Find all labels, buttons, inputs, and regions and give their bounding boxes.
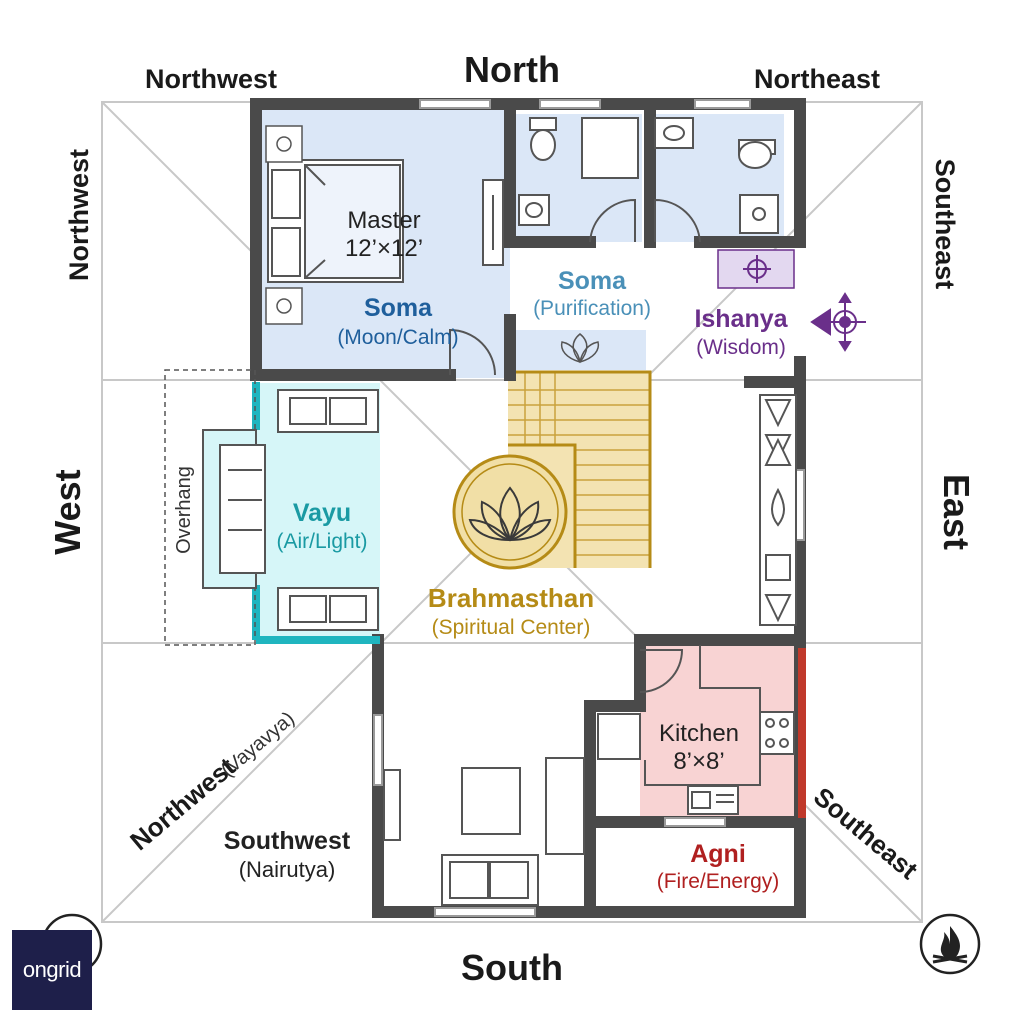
master-room-name: Master [347, 207, 420, 234]
kitchen-sink-icon [687, 785, 739, 815]
brand-logo: ongrid [12, 930, 92, 1010]
windows [373, 99, 805, 917]
north-label: North [464, 49, 560, 90]
brahmasthan-desc: (Spiritual Center) [432, 616, 591, 639]
overhang-label: Overhang [173, 466, 195, 554]
bath2-door [654, 198, 701, 243]
vayu-accent-walls [252, 382, 380, 644]
vayu-name: Vayu [293, 499, 351, 527]
toilet-icon [529, 117, 776, 169]
northwest-top-label: Northwest [145, 64, 277, 94]
soma-master-name: Soma [364, 294, 433, 322]
east-wall-decor [759, 394, 797, 626]
nightstand-icon [265, 125, 303, 325]
soma-purification-zone [516, 330, 646, 370]
shower-icon [581, 117, 779, 234]
soma-master-desc: (Moon/Calm) [337, 326, 458, 349]
bay-window [202, 429, 266, 589]
fire-icon [919, 913, 981, 975]
southwest-name: Southwest [224, 827, 351, 855]
west-label: West [47, 469, 88, 554]
stove-icon [759, 711, 795, 755]
lotus-icon [560, 333, 600, 364]
soma-bath-name: Soma [558, 267, 627, 295]
staircase [508, 370, 652, 568]
kitchen-room-size: 8’×8’ [673, 748, 724, 775]
compass-icon [743, 255, 771, 283]
kitchen-counter [597, 645, 761, 786]
northeast-label: Northeast [754, 64, 880, 94]
ishanya-name: Ishanya [694, 305, 788, 333]
master-room-size: 12’×12’ [345, 235, 423, 262]
sink-icon [518, 117, 694, 226]
ishanya-compass-icon [810, 292, 866, 352]
vayu-sofa [277, 389, 379, 631]
master-door [449, 328, 496, 376]
soma-bath-desc: (Purification) [533, 297, 651, 320]
brahmasthan-name: Brahmasthan [428, 583, 594, 613]
agni-desc: (Fire/Energy) [657, 870, 780, 893]
ishanya-desc: (Wisdom) [696, 336, 786, 359]
northwest-diag-sublabel: (Vayavya) [217, 708, 299, 782]
vayu-desc: (Air/Light) [276, 530, 367, 553]
east-label: East [936, 474, 977, 550]
southeast-side-label: Southeast [930, 159, 960, 290]
northwest-side-label: Northwest [64, 149, 94, 281]
bath1-door [589, 198, 636, 243]
southeast-diag-label: Southeast [808, 781, 924, 885]
southwest-desc: (Nairutya) [239, 857, 336, 882]
agni-name: Agni [690, 840, 746, 868]
master-bed [267, 159, 504, 283]
south-label: South [461, 947, 563, 988]
brahmasthan-lotus-icon [452, 454, 568, 570]
kitchen-room-name: Kitchen [659, 720, 739, 747]
living-furniture [383, 757, 585, 906]
kitchen-door [639, 649, 684, 693]
